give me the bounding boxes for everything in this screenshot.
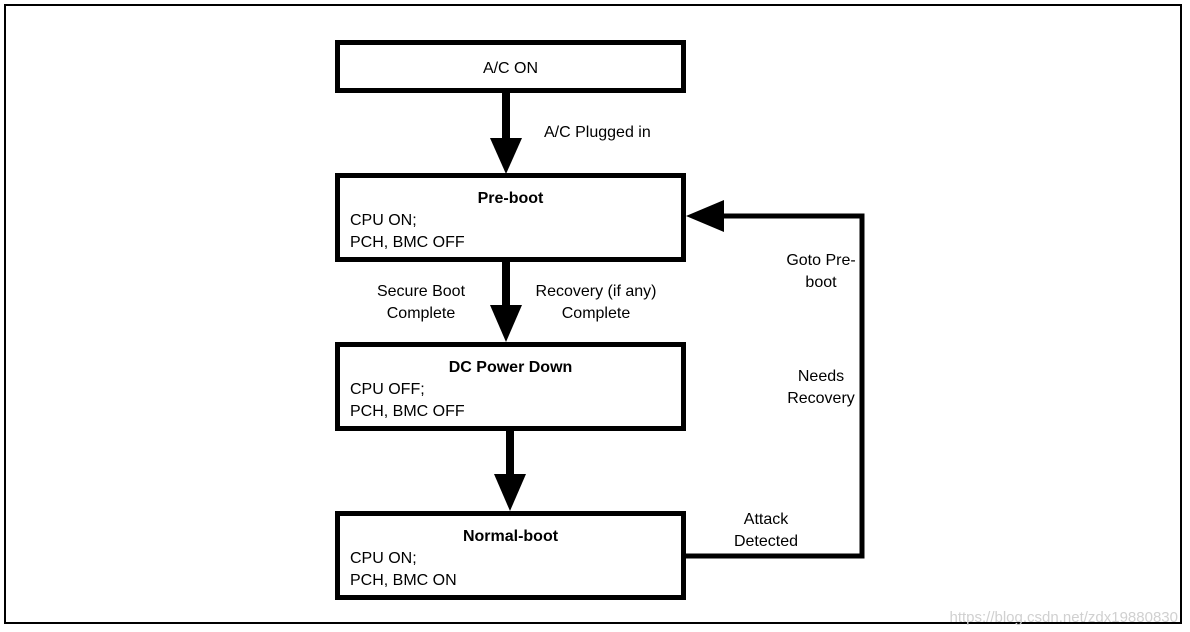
dc-power-down-box: DC Power Down CPU OFF; PCH, BMC OFF	[335, 342, 686, 431]
goto-preboot-line-2: boot	[805, 274, 837, 291]
attack-detected-label: Attack Detected	[718, 509, 814, 553]
preboot-line-1: CPU ON;	[350, 212, 417, 229]
goto-preboot-line-1: Goto Pre-	[786, 252, 856, 269]
watermark-url: https://blog.csdn.net/zdx19880830	[949, 609, 1178, 626]
arrow-dc-to-normal-head	[494, 474, 526, 511]
needs-recovery-label: Needs Recovery	[772, 366, 870, 410]
ac-plugged-label: A/C Plugged in	[544, 124, 651, 141]
dc-power-down-line-2: PCH, BMC OFF	[350, 403, 465, 420]
secure-boot-label: Secure Boot Complete	[366, 281, 476, 325]
ac-on-box: A/C ON	[335, 40, 686, 93]
needs-recovery-line-2: Recovery	[787, 390, 855, 407]
normal-boot-line-1: CPU ON;	[350, 550, 417, 567]
dc-power-down-title: DC Power Down	[448, 359, 573, 376]
secure-boot-line-1: Secure Boot	[376, 283, 466, 300]
normal-boot-line-2: PCH, BMC ON	[350, 572, 457, 589]
recovery-line-2: Complete	[561, 305, 631, 322]
arrow-ac-to-preboot-head	[490, 138, 522, 174]
arrow-preboot-to-dc-head	[490, 305, 522, 342]
goto-preboot-label: Goto Pre- boot	[772, 250, 870, 294]
secure-boot-line-2: Complete	[386, 305, 456, 322]
preboot-line-2: PCH, BMC OFF	[350, 234, 465, 251]
diagram-frame	[4, 4, 1182, 624]
normal-boot-title: Normal-boot	[462, 528, 559, 545]
attack-detected-line-1: Attack	[743, 511, 789, 528]
recovery-label: Recovery (if any) Complete	[526, 281, 666, 325]
attack-detected-line-2: Detected	[733, 533, 799, 550]
dc-power-down-line-1: CPU OFF;	[350, 381, 425, 398]
ac-on-label: A/C ON	[482, 60, 539, 77]
needs-recovery-line-1: Needs	[797, 368, 845, 385]
feedback-loop-line	[686, 213, 865, 559]
preboot-box: Pre-boot CPU ON; PCH, BMC OFF	[335, 173, 686, 262]
arrow-feedback-head	[686, 200, 724, 232]
preboot-title: Pre-boot	[477, 190, 544, 207]
normal-boot-box: Normal-boot CPU ON; PCH, BMC ON	[335, 511, 686, 600]
recovery-line-1: Recovery (if any)	[535, 283, 657, 300]
